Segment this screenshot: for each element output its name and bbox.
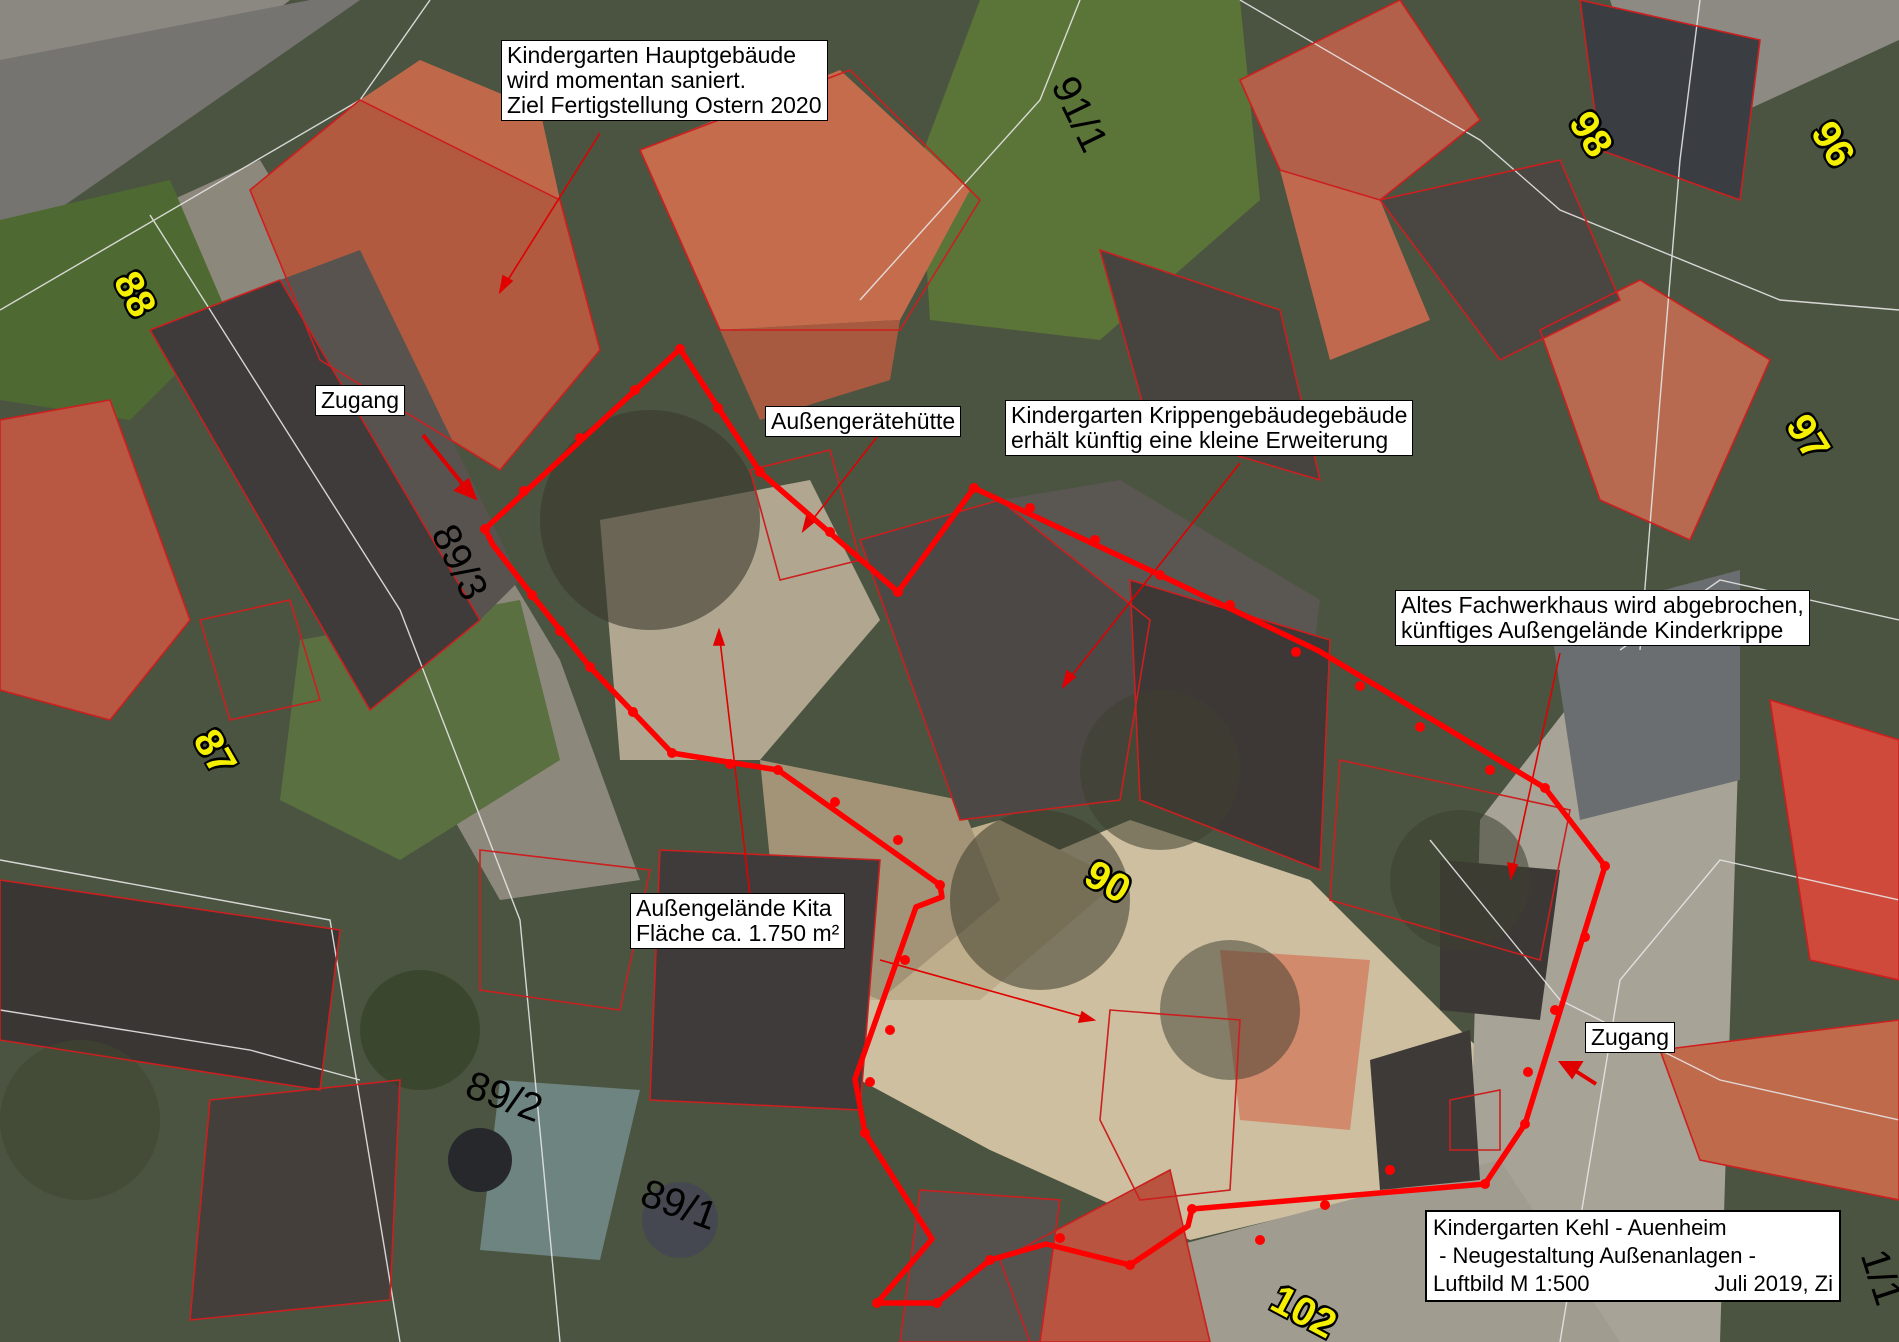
callout-geraetehuette: Außengerätehütte <box>765 406 962 437</box>
callout-line: Außengelände Kita <box>636 895 832 921</box>
callout-krippengebaeude: Kindergarten Krippengebäudegebäude erhäl… <box>1005 400 1414 456</box>
callout-zugang-right: Zugang <box>1585 1022 1676 1053</box>
title-line-3: Luftbild M 1:500 Juli 2019, Zi <box>1433 1270 1833 1298</box>
callout-line: erhält künftig eine kleine Erweiterung <box>1011 427 1389 453</box>
date-author-text: Juli 2019, Zi <box>1714 1271 1833 1296</box>
site-boundary <box>480 344 1610 1308</box>
title-line-1: Kindergarten Kehl - Auenheim <box>1433 1215 1727 1240</box>
callout-line: Altes Fachwerkhaus wird abgebrochen, <box>1401 592 1804 618</box>
callout-hauptgebaeude: Kindergarten Hauptgebäude wird momentan … <box>501 40 828 121</box>
title-box: Kindergarten Kehl - Auenheim - Neugestal… <box>1425 1210 1841 1302</box>
callout-line: künftiges Außengelände Kinderkrippe <box>1401 617 1784 643</box>
scale-text: Luftbild M 1:500 <box>1433 1271 1590 1296</box>
callout-line: Ziel Fertigstellung Ostern 2020 <box>507 92 822 118</box>
callout-fachwerkhaus: Altes Fachwerkhaus wird abgebrochen, kün… <box>1395 590 1810 646</box>
title-line-2: - Neugestaltung Außenanlagen - <box>1433 1243 1756 1268</box>
callout-line: wird momentan saniert. <box>507 67 747 93</box>
callout-aussengelaende: Außengelände Kita Fläche ca. 1.750 m² <box>630 893 846 949</box>
callout-line: Fläche ca. 1.750 m² <box>636 920 840 946</box>
callout-line: Kindergarten Krippengebäudegebäude <box>1011 402 1408 428</box>
callout-zugang-left: Zugang <box>315 385 406 416</box>
callout-line: Kindergarten Hauptgebäude <box>507 42 797 68</box>
